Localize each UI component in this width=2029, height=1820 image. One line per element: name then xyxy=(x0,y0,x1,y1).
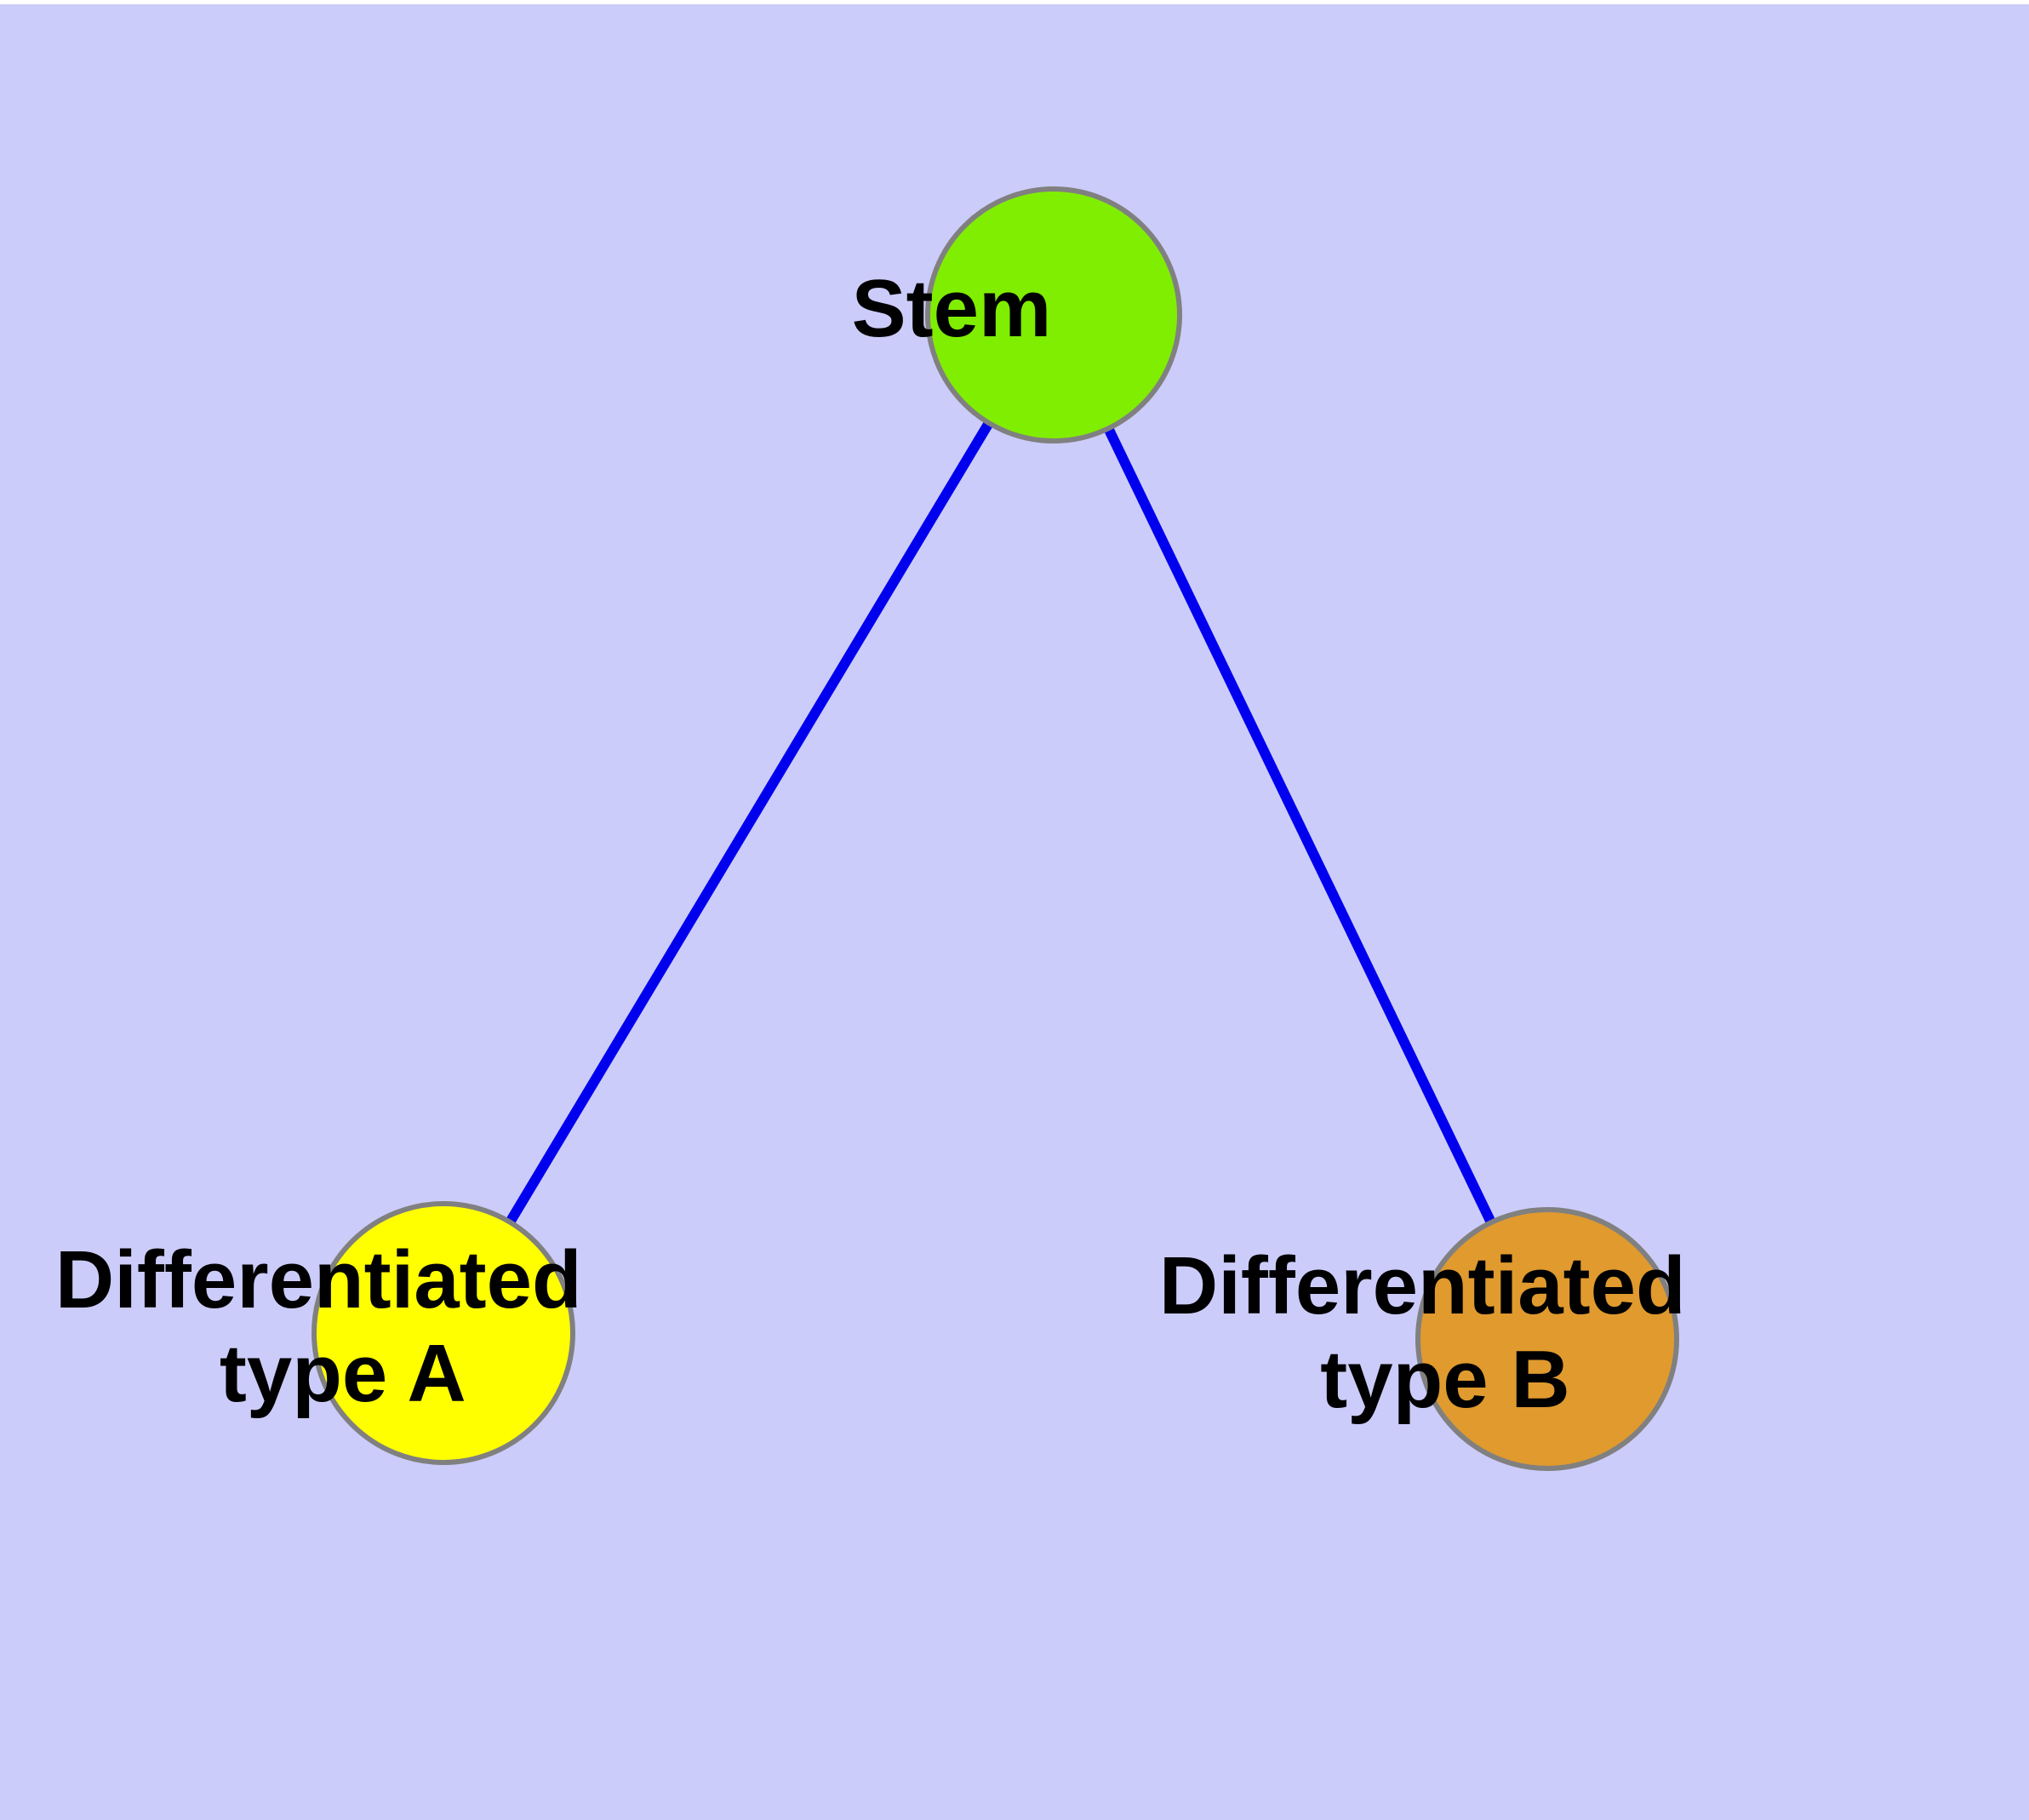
edge-stem-to-differentiated-type-a[interactable] xyxy=(438,312,1059,1336)
cell-differentiation-graph: Stem Differentiated type A Differentiate… xyxy=(55,186,1686,1471)
node-layer xyxy=(311,186,1679,1471)
edge-layer xyxy=(438,312,1552,1342)
edge-stem-to-differentiated-type-b[interactable] xyxy=(1049,312,1552,1342)
node-circle-differentiated-type-a[interactable] xyxy=(311,1201,575,1465)
node-circle-stem[interactable] xyxy=(925,186,1182,444)
node-circle-differentiated-type-b[interactable] xyxy=(1415,1207,1679,1471)
diagram-plot-area: Stem Differentiated type A Differentiate… xyxy=(0,4,2029,1820)
